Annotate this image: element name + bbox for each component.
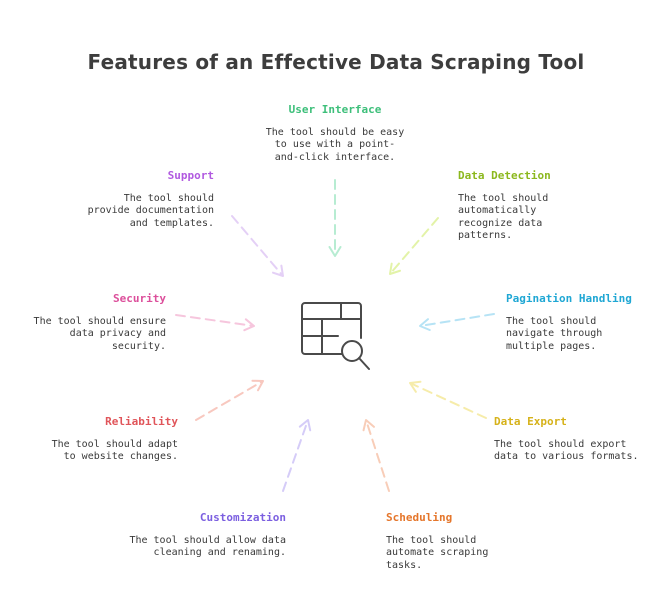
- feature-name: Support: [167, 169, 214, 182]
- feature-description: The tool should allow data cleaning and …: [129, 534, 286, 559]
- feature-name: Reliability: [105, 415, 178, 428]
- feature-user-interface: User Interface The tool should be easy t…: [263, 103, 407, 164]
- arrow-scheduling: [362, 419, 390, 492]
- feature-name: Data Export: [494, 415, 567, 428]
- arrow-user-interface: [328, 179, 342, 257]
- page-title: Features of an Effective Data Scraping T…: [87, 50, 585, 74]
- arrow-security: [175, 314, 255, 332]
- feature-description: The tool should export data to various f…: [494, 438, 639, 463]
- feature-description: The tool should adapt to website changes…: [51, 438, 178, 463]
- arrow-support: [231, 215, 284, 277]
- arrow-pagination-handling: [419, 313, 495, 331]
- feature-description: The tool should navigate through multipl…: [506, 315, 603, 352]
- arrow-data-export: [409, 380, 487, 419]
- table-search-icon: [301, 302, 370, 370]
- feature-name: Pagination Handling: [506, 292, 632, 305]
- feature-pagination-handling: Pagination Handling The tool should navi…: [506, 292, 646, 353]
- feature-customization: Customization The tool should allow data…: [126, 511, 286, 560]
- feature-name: User Interface: [288, 103, 382, 116]
- feature-description: The tool should automatically recognize …: [458, 192, 549, 242]
- feature-security: Security The tool should ensure data pri…: [16, 292, 166, 353]
- arrow-data-detection: [389, 217, 439, 275]
- feature-description: The tool should ensure data privacy and …: [33, 315, 166, 352]
- feature-data-export: Data Export The tool should export data …: [494, 415, 640, 464]
- feature-data-detection: Data Detection The tool should automatic…: [458, 169, 588, 243]
- feature-reliability: Reliability The tool should adapt to web…: [38, 415, 178, 464]
- feature-scheduling: Scheduling The tool should automate scra…: [386, 511, 526, 572]
- arrow-customization: [282, 419, 312, 492]
- feature-name: Scheduling: [386, 511, 453, 524]
- arrow-reliability: [195, 379, 264, 421]
- feature-description: The tool should be easy to use with a po…: [265, 126, 405, 163]
- feature-name: Security: [113, 292, 166, 305]
- feature-name: Data Detection: [458, 169, 551, 182]
- feature-name: Customization: [199, 511, 286, 524]
- feature-description: The tool should automate scraping tasks.: [386, 534, 489, 571]
- feature-support: Support The tool should provide document…: [84, 169, 214, 230]
- feature-description: The tool should provide documentation an…: [87, 192, 214, 229]
